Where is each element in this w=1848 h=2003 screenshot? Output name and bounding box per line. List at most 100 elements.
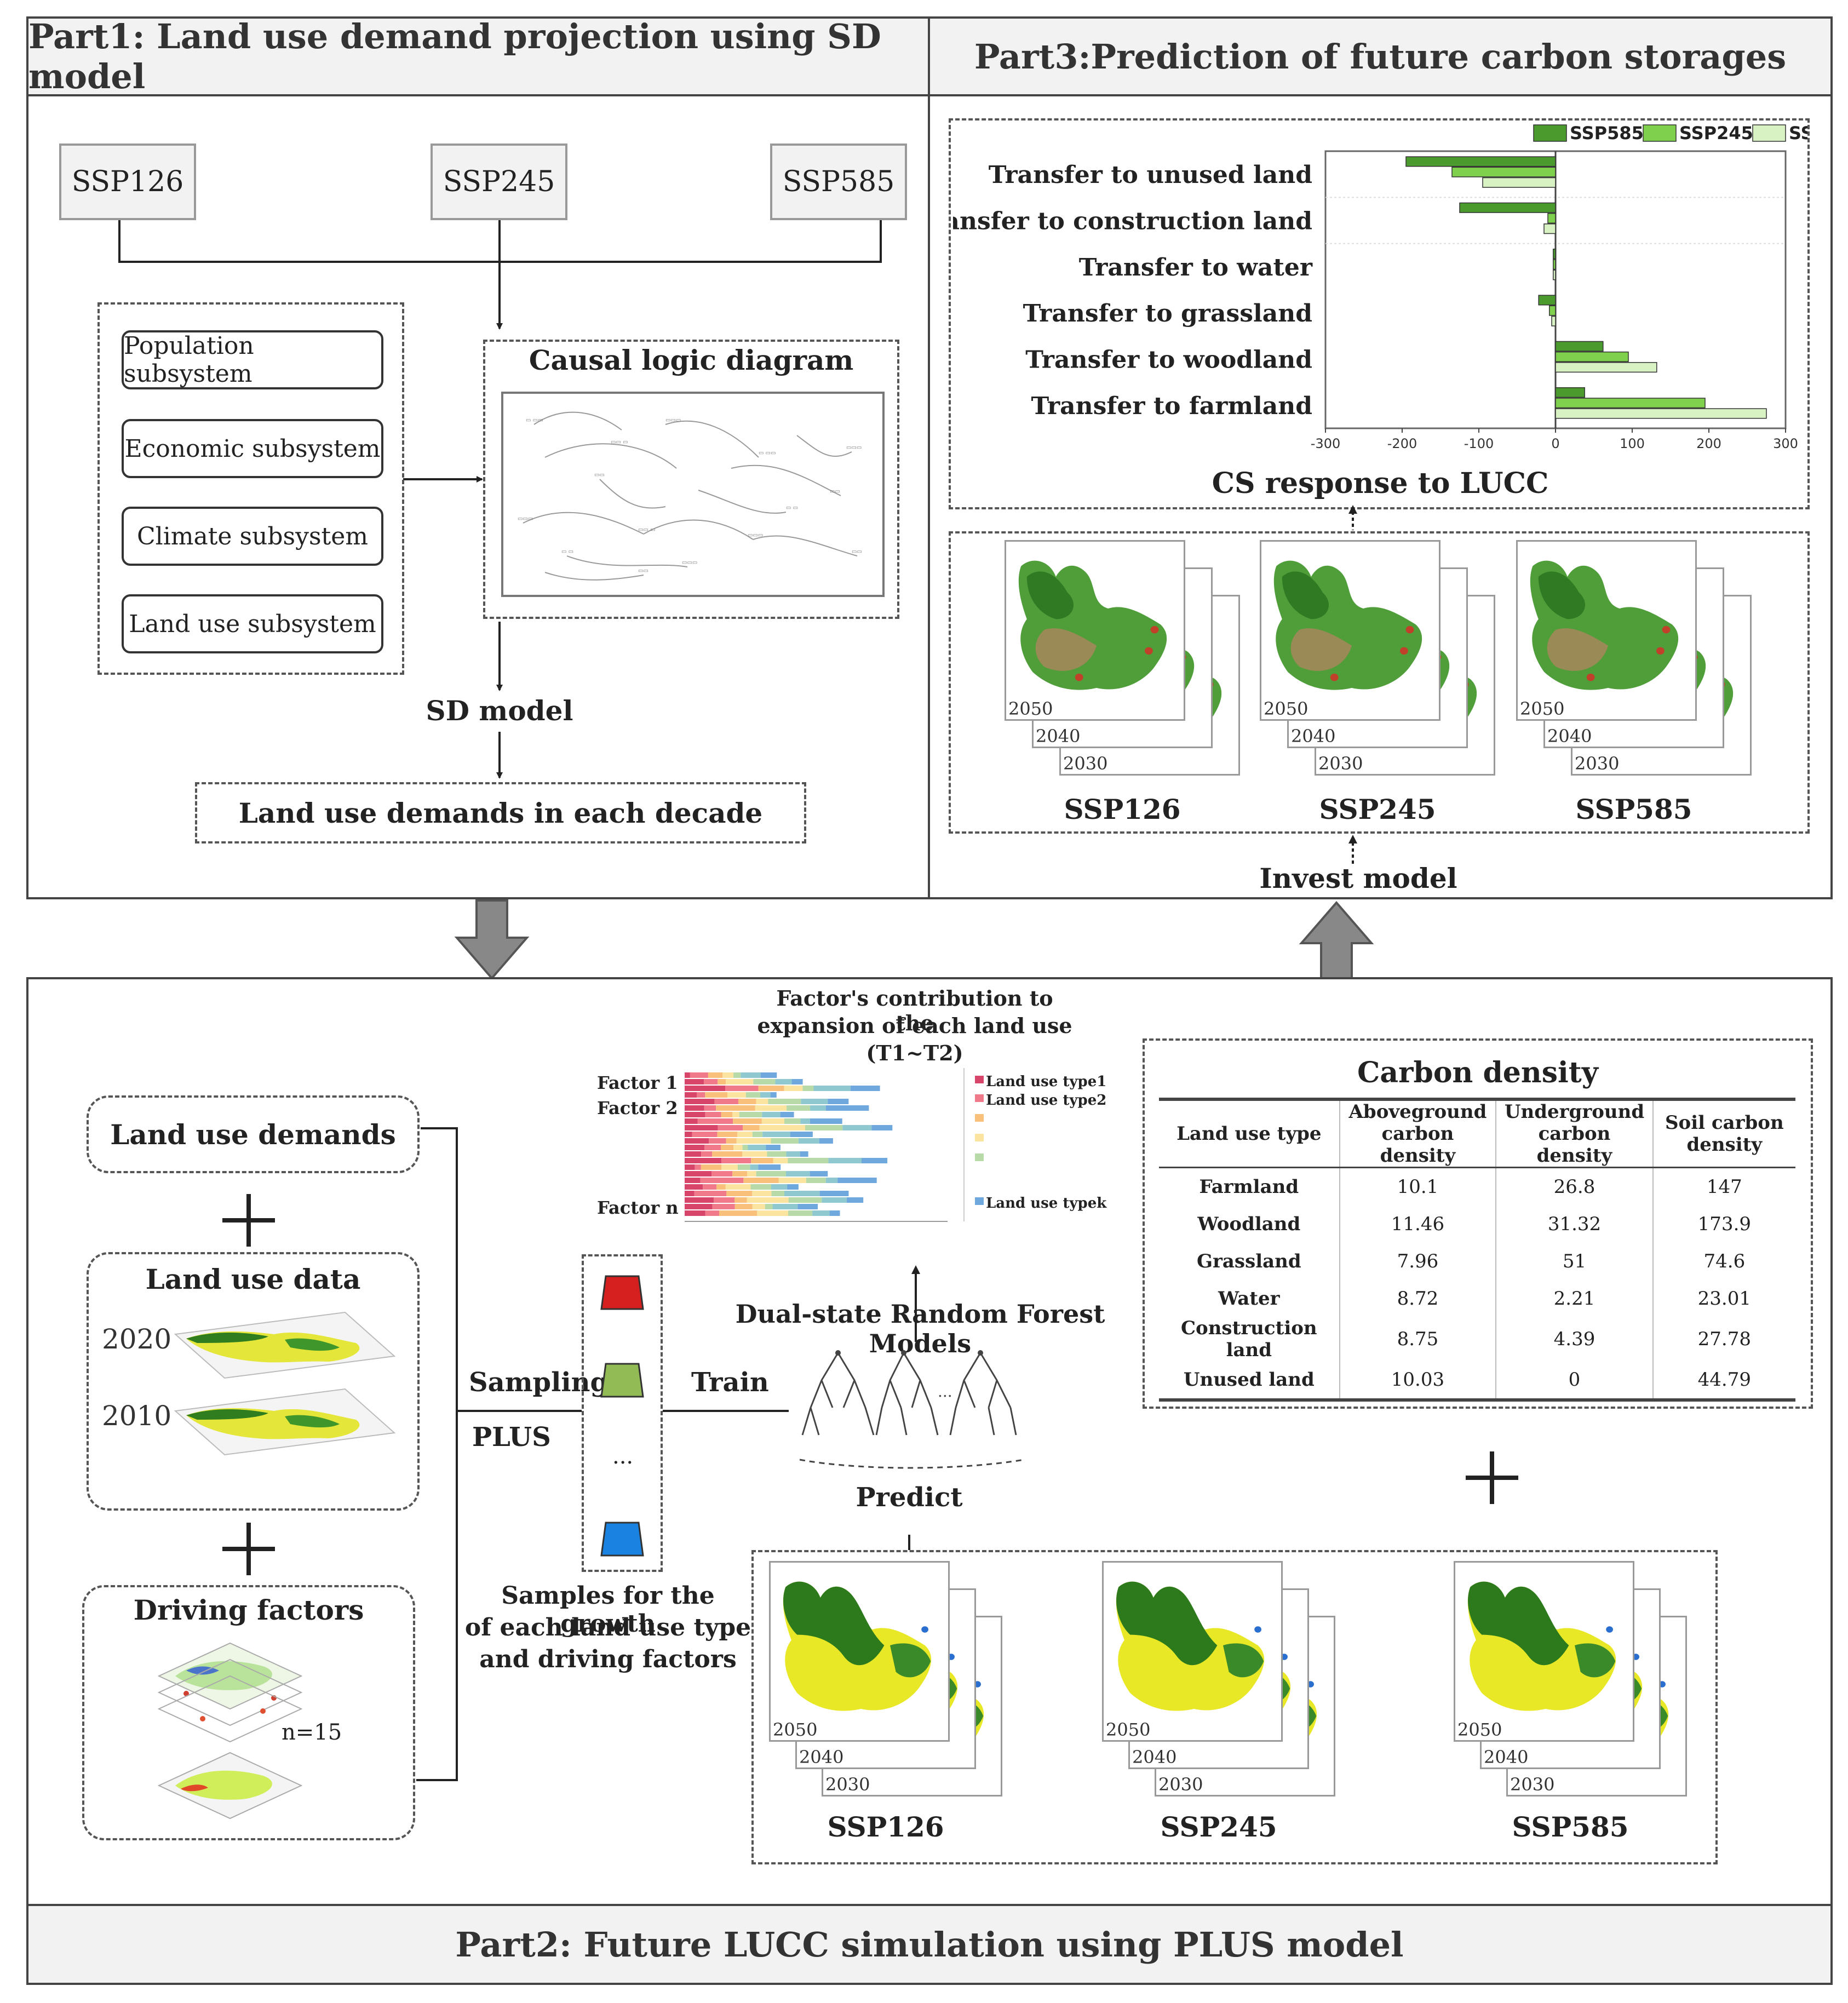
contribution-bar — [822, 1197, 847, 1203]
contribution-bar — [757, 1210, 788, 1216]
contribution-bar — [721, 1164, 738, 1170]
plus-sign-1 — [222, 1194, 275, 1247]
contribution-bar — [733, 1118, 762, 1124]
contribution-bar — [701, 1151, 713, 1157]
svg-text:▭▭ ▭: ▭▭ ▭ — [638, 527, 656, 533]
contribution-bar — [750, 1164, 759, 1170]
contribution-bar — [741, 1072, 761, 1078]
map-card-front: 2050 — [769, 1561, 950, 1742]
sd-model-label: SD model — [426, 695, 573, 727]
table-header-row: Land use type Aboveground carbon density… — [1159, 1099, 1795, 1168]
contribution-bar — [685, 1178, 701, 1183]
contribution-bar — [685, 1164, 695, 1170]
contribution-bar — [718, 1125, 743, 1130]
land-use-type-cell: Construction land — [1180, 1317, 1317, 1361]
contribution-bar — [726, 1191, 753, 1196]
density-value-cell: 173.9 — [1652, 1206, 1795, 1243]
contribution-bar — [732, 1171, 748, 1176]
legend-typek: Land use typek — [986, 1195, 1107, 1212]
bar-ssp585 — [1405, 156, 1556, 167]
contribution-bar — [775, 1079, 792, 1084]
contribution-bar — [788, 1158, 829, 1163]
causal-diagram-title: Causal logic diagram — [529, 344, 854, 376]
part1-title: Part1: Land use demand projection using … — [28, 16, 928, 96]
contribution-title-2: expansion of each land use — [757, 1013, 1072, 1038]
land-use-type-cell: Water — [1218, 1288, 1280, 1310]
contribution-bar — [810, 1118, 842, 1124]
bar-ssp126 — [1555, 362, 1657, 373]
land-use-type-cell: Farmland — [1199, 1176, 1299, 1198]
svg-text:▭▭▭: ▭▭▭ — [846, 445, 862, 451]
plus-sign-3 — [1466, 1451, 1518, 1504]
contribution-bar — [722, 1072, 734, 1078]
contribution-bar — [819, 1191, 849, 1196]
x-tick-label: 0 — [1551, 436, 1559, 451]
driving-factors-input — [82, 1585, 415, 1840]
contribution-bar — [739, 1112, 762, 1117]
contribution-bar — [685, 1151, 702, 1157]
contribution-bar — [717, 1132, 738, 1137]
bar-ssp245 — [1555, 398, 1706, 409]
contribution-bar — [721, 1145, 734, 1150]
data-year-2020: 2020 — [102, 1323, 172, 1355]
contribution-bar — [714, 1099, 738, 1104]
header-land-use-type: Land use type — [1176, 1123, 1322, 1145]
scenario-label: SSP126 — [827, 1811, 944, 1843]
contribution-bar — [788, 1197, 822, 1203]
svg-text:▭▭: ▭▭ — [594, 472, 605, 478]
contribution-bar — [752, 1132, 763, 1137]
samples-icons — [600, 1275, 644, 1557]
contribution-bar — [755, 1105, 787, 1111]
contribution-bar — [842, 1125, 872, 1130]
svg-text:▭▭▭: ▭▭▭ — [518, 516, 533, 522]
land-use-type-cell: Woodland — [1197, 1213, 1301, 1235]
contribution-bar — [813, 1086, 851, 1091]
contribution-bar — [685, 1118, 698, 1124]
subsystems-group — [97, 302, 404, 675]
contribution-bar — [837, 1178, 877, 1183]
contribution-bar — [734, 1204, 753, 1209]
legend-swatch — [1752, 124, 1786, 142]
land-use-type-cell: Grassland — [1196, 1250, 1301, 1272]
contribution-bar — [784, 1118, 801, 1124]
map-year-label: 2030 — [1318, 753, 1363, 774]
contribution-bar — [716, 1105, 755, 1111]
contribution-bar — [787, 1105, 811, 1111]
contribution-bar — [709, 1138, 726, 1144]
train-label: Train — [691, 1367, 769, 1398]
svg-text:▭ ▭: ▭ ▭ — [561, 549, 573, 555]
map-card-front: 2050 — [1516, 540, 1697, 721]
map-year-label: 2050 — [1520, 698, 1565, 719]
contribution-bar — [685, 1079, 704, 1084]
contribution-bar — [802, 1086, 814, 1091]
contribution-bar — [733, 1072, 741, 1078]
map-year-label: 2050 — [1457, 1719, 1502, 1740]
legend-label: SSP126 — [1789, 123, 1807, 144]
contribution-bar — [734, 1197, 747, 1203]
part1-connectors — [118, 220, 882, 779]
contribution-bar — [786, 1151, 800, 1157]
svg-text:▭▭ ▭: ▭▭ ▭ — [611, 439, 628, 445]
contribution-bar — [703, 1184, 717, 1190]
density-value-cell: 10.1 — [1339, 1167, 1496, 1206]
map-year-label: 2030 — [825, 1774, 870, 1795]
contribution-bar — [829, 1210, 840, 1216]
contribution-bar — [780, 1112, 794, 1117]
map-year-label: 2030 — [1063, 753, 1108, 774]
contribution-legend-swatch — [975, 1114, 984, 1122]
bar-ssp245 — [1547, 213, 1556, 224]
map-card-front: 2050 — [1260, 540, 1440, 721]
contribution-bar — [758, 1086, 784, 1091]
category-label: Transfer to unused land — [989, 161, 1312, 189]
contribution-bar — [697, 1118, 733, 1124]
contribution-bar — [685, 1086, 726, 1091]
contribution-bar — [685, 1138, 709, 1144]
contribution-bar — [762, 1132, 790, 1137]
contribution-bar — [812, 1210, 830, 1216]
contribution-bar — [738, 1099, 756, 1104]
contribution-bar — [685, 1158, 722, 1163]
contribution-bar — [685, 1105, 704, 1111]
contribution-bar — [778, 1178, 806, 1183]
